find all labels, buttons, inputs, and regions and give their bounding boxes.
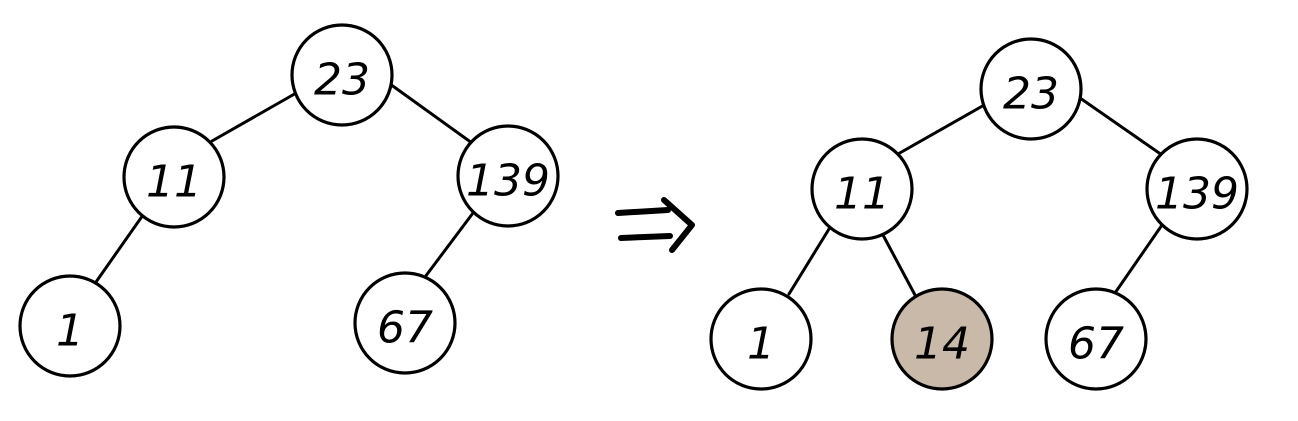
edge-after-11-14 [881,233,917,297]
after-node-left-label: 11 [834,169,890,220]
after-node-root-label: 23 [1003,69,1059,120]
before-node-right: 139 [456,124,560,228]
after-node-left: 11 [810,137,914,241]
edge-before-139-67 [423,211,475,279]
before-tree: 23 11 139 1 67 [18,23,560,378]
edge-after-139-67 [1113,223,1164,295]
after-node-left-left: 1 [709,287,813,391]
edge-after-23-11 [896,102,988,156]
after-node-right-label: 139 [1155,169,1239,220]
before-node-root: 23 [290,23,394,127]
before-node-right-left: 67 [353,271,457,375]
after-node-left-left-label: 1 [747,319,775,370]
after-node-right: 139 [1145,137,1249,241]
before-node-root-label: 23 [314,55,370,106]
before-node-right-label: 139 [466,156,550,207]
edge-before-23-139 [388,82,474,145]
before-node-left: 11 [122,125,226,229]
after-tree: 23 11 139 1 14 67 [709,37,1249,391]
after-node-left-right-inserted: 14 [890,287,994,391]
after-node-right-left-label: 67 [1068,319,1124,370]
edge-after-23-139 [1078,96,1164,157]
after-node-root: 23 [979,37,1083,141]
before-node-left-left: 1 [18,274,122,378]
before-node-left-label: 11 [146,157,202,208]
edge-after-11-1 [787,227,831,296]
before-node-right-left-label: 67 [377,303,433,354]
edge-before-23-11 [210,90,300,143]
before-node-left-left-label: 1 [56,306,84,357]
after-node-left-right-label: 14 [914,319,970,370]
implies-arrow-icon [615,197,695,253]
after-node-right-left: 67 [1044,287,1148,391]
edge-before-11-1 [94,213,145,284]
